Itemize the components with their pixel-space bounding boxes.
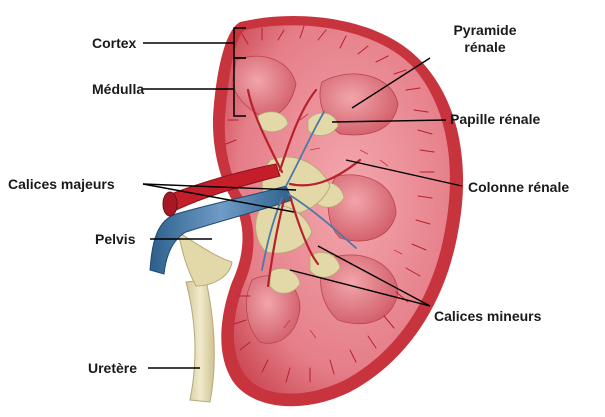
renal-artery [165, 163, 281, 213]
pelvis-funnel [177, 230, 233, 287]
leader-minor-1 [317, 245, 431, 307]
label-pyramid: Pyramide rénale [430, 22, 540, 56]
label-pyramid-line1: Pyramide [453, 22, 517, 38]
vessel-branches-blue [261, 111, 357, 271]
pyramid-1 [231, 55, 297, 119]
pyramid-4 [320, 254, 399, 325]
minor-calyx-4 [309, 252, 341, 278]
artery-opening [162, 191, 178, 217]
label-renal-column: Colonne rénale [468, 179, 570, 195]
label-ureter: Uretère [88, 360, 138, 376]
label-pyramid-line2: rénale [464, 39, 506, 55]
label-cortex: Cortex [92, 35, 137, 51]
pyramid-3 [327, 174, 397, 242]
leader-major-2 [142, 183, 295, 213]
leader-major-1 [142, 183, 297, 191]
leader-pyramid [351, 57, 431, 109]
major-calyx-2 [255, 204, 313, 254]
minor-calyx-5 [269, 268, 301, 294]
minor-calyx-1 [257, 111, 289, 133]
label-pelvis: Pelvis [95, 231, 136, 247]
cortex-arterioles-inner [283, 113, 403, 339]
label-minor-calyces: Calices mineurs [434, 308, 542, 324]
ureter-tube [185, 279, 215, 403]
leader-lines [142, 42, 463, 369]
leader-papilla [331, 119, 447, 123]
label-papilla: Papille rénale [450, 111, 541, 127]
leader-minor-2 [289, 269, 431, 307]
cortex-arterioles [225, 25, 435, 383]
leader-renal-column [345, 159, 463, 187]
label-major-calyces: Calices majeurs [8, 176, 115, 192]
label-medulla: Médulla [92, 81, 145, 97]
